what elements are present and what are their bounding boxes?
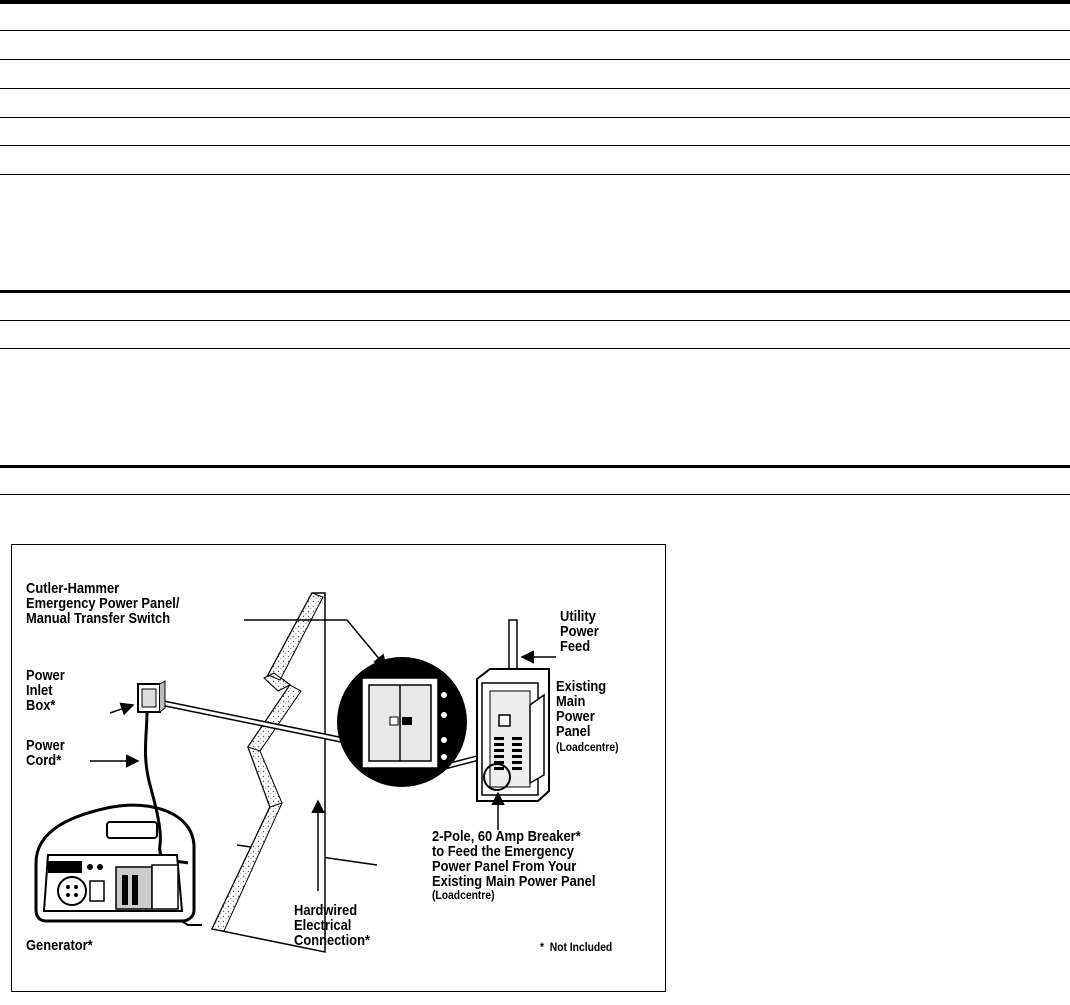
emergency-power-panel bbox=[337, 657, 467, 787]
label-generator: Generator* bbox=[26, 937, 93, 954]
table-rule bbox=[0, 174, 1070, 175]
leader-line bbox=[109, 702, 135, 716]
installation-diagram: Cutler-Hammer Emergency Power Panel/ Man… bbox=[11, 544, 666, 992]
label-existing-panel-sub: (Loadcentre) bbox=[556, 740, 619, 754]
wall-edge bbox=[211, 592, 324, 932]
label-breaker-sub: (Loadcentre) bbox=[432, 888, 495, 902]
table-rule bbox=[0, 348, 1070, 349]
table-rule bbox=[0, 117, 1070, 118]
label-power-inlet-box: Power Inlet Box* bbox=[26, 667, 65, 714]
generator bbox=[34, 803, 202, 926]
table-rule bbox=[0, 494, 1070, 495]
power-cord bbox=[143, 711, 189, 865]
label-breaker: 2-Pole, 60 Amp Breaker* to Feed the Emer… bbox=[432, 828, 596, 890]
label-power-cord: Power Cord* bbox=[26, 737, 65, 769]
label-existing-panel: Existing Main Power Panel bbox=[556, 678, 607, 740]
table-rule bbox=[0, 320, 1070, 321]
label-emergency-panel: Cutler-Hammer Emergency Power Panel/ Man… bbox=[26, 580, 180, 627]
diagram-illustration bbox=[34, 592, 556, 953]
table-rule bbox=[0, 145, 1070, 146]
leader-line bbox=[244, 619, 387, 669]
label-not-included: * Not Included bbox=[540, 940, 613, 954]
existing-main-panel bbox=[476, 619, 550, 802]
power-inlet-box bbox=[137, 680, 166, 713]
section-rule bbox=[0, 465, 1070, 468]
label-hardwired: Hardwired Electrical Connection* bbox=[294, 902, 370, 949]
section-rule bbox=[0, 290, 1070, 293]
table-rule bbox=[0, 88, 1070, 89]
top-rule bbox=[0, 0, 1070, 4]
table-rule bbox=[0, 59, 1070, 60]
label-utility-feed: Utility Power Feed bbox=[560, 608, 599, 655]
table-rule bbox=[0, 30, 1070, 31]
